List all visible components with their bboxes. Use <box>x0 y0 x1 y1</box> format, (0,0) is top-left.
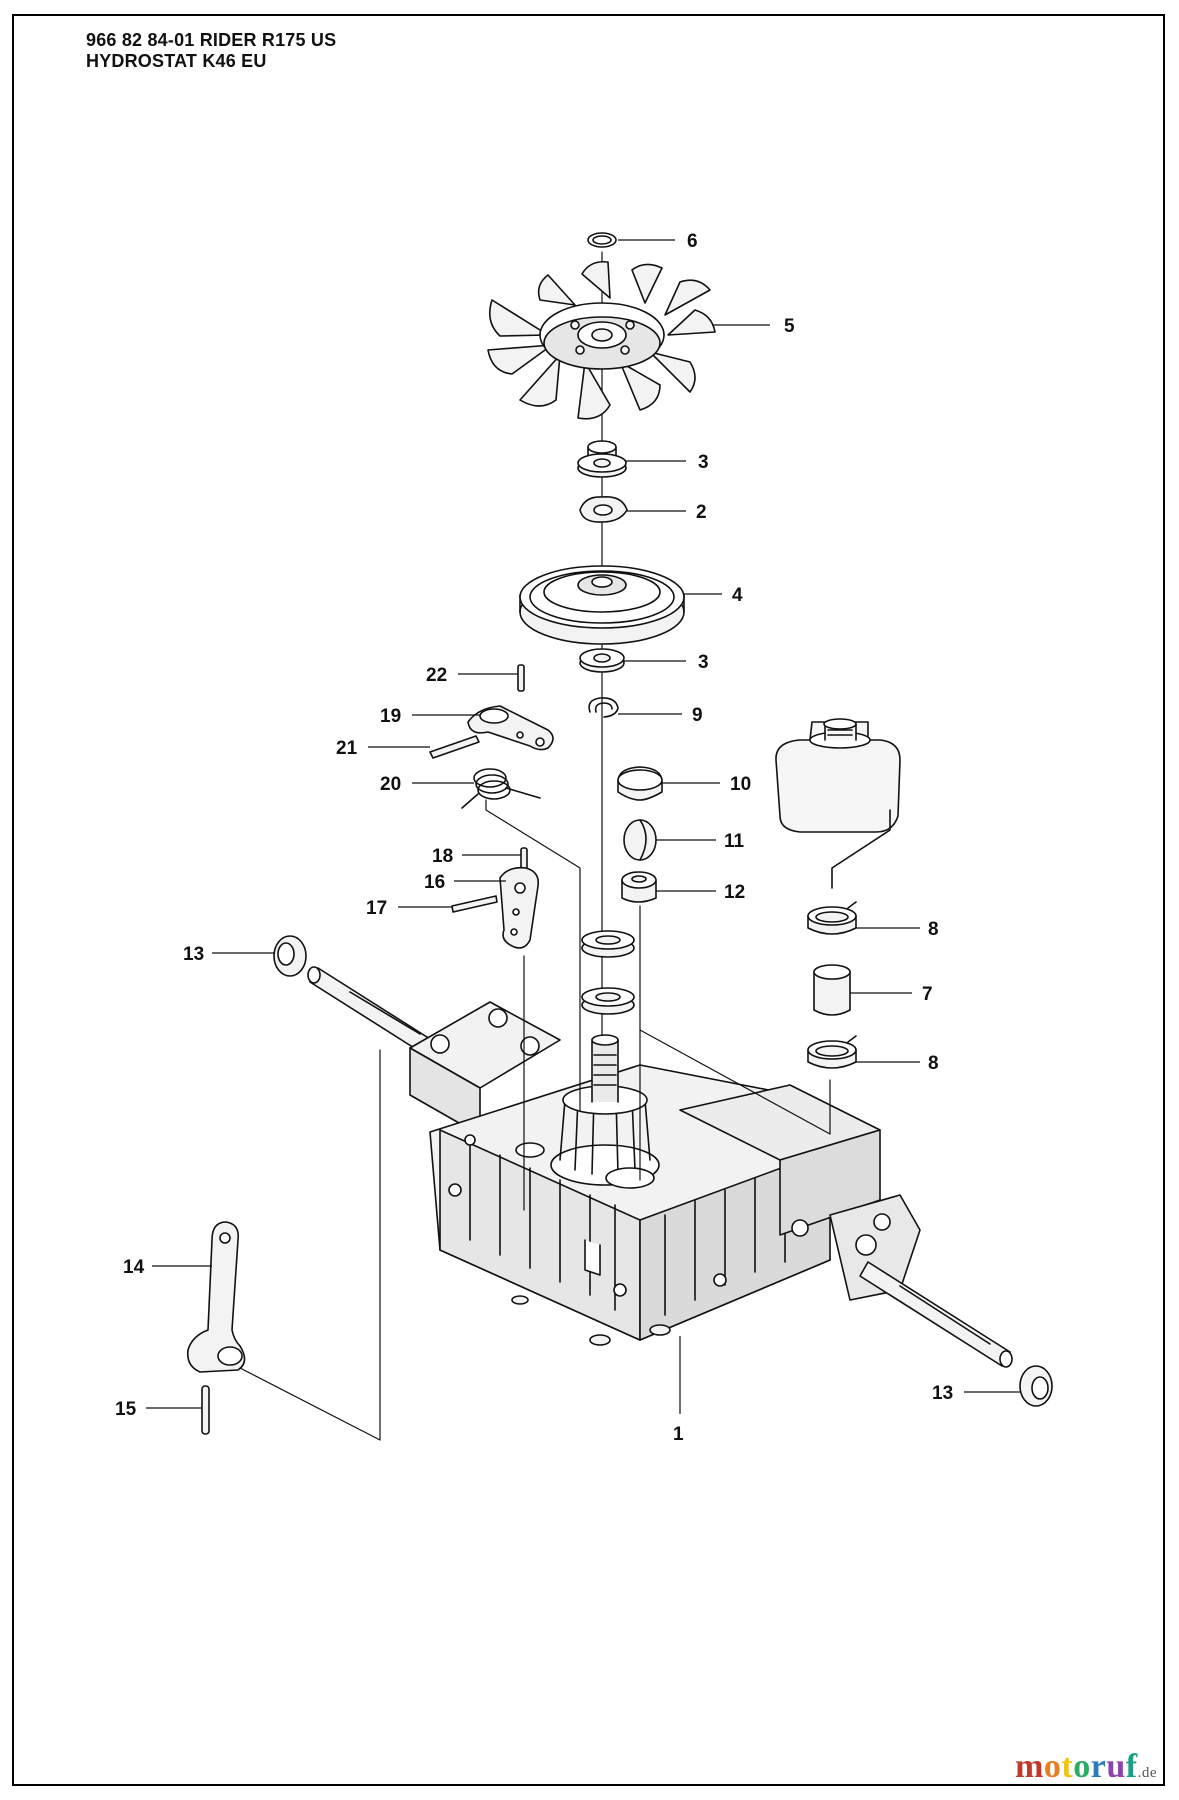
callout-12: 12 <box>656 882 745 903</box>
drawing-header: 966 82 84-01 RIDER R175 US HYDROSTAT K46… <box>86 30 336 72</box>
callout-16: 16 <box>424 872 506 893</box>
svg-text:10: 10 <box>730 774 751 795</box>
svg-text:11: 11 <box>724 831 745 852</box>
part-1-transaxle-housing <box>409 1001 921 1346</box>
watermark-letter: r <box>1090 1748 1107 1785</box>
callout-22: 22 <box>426 665 518 686</box>
callout-8-lower: 8 <box>856 1053 939 1074</box>
watermark-letter: t <box>1061 1748 1074 1785</box>
callout-19: 19 <box>380 706 480 727</box>
callout-7: 7 <box>850 984 933 1005</box>
svg-text:9: 9 <box>692 705 703 726</box>
callout-11: 11 <box>656 831 745 852</box>
part-9-circlip <box>588 697 619 718</box>
part-22-pin <box>517 664 525 692</box>
part-7-hose <box>813 964 851 1016</box>
svg-text:22: 22 <box>426 665 447 686</box>
part-8-hose-clamp-lower <box>807 1035 857 1069</box>
part-3-spacer-lower <box>579 648 625 673</box>
svg-text:13: 13 <box>183 944 204 965</box>
part-17-pin <box>451 895 498 913</box>
part-6-retaining-ring <box>587 232 617 248</box>
svg-text:8: 8 <box>928 919 939 940</box>
part-2-washer <box>579 495 628 523</box>
part-10-cap <box>617 766 663 801</box>
svg-text:16: 16 <box>424 872 445 893</box>
oil-reservoir <box>775 718 901 833</box>
motoruf-watermark-logo: motoruf.de <box>1015 1748 1157 1786</box>
part-3-hex-nut-upper <box>577 440 627 478</box>
part-14-bypass-lever <box>186 1221 246 1373</box>
callout-21: 21 <box>336 738 430 759</box>
svg-text:12: 12 <box>724 882 745 903</box>
svg-text:17: 17 <box>366 898 387 919</box>
part-15-pin <box>201 1385 210 1435</box>
callout-5: 5 <box>712 316 795 337</box>
svg-text:20: 20 <box>380 774 401 795</box>
svg-text:5: 5 <box>784 316 795 337</box>
part-19-control-arm <box>467 705 554 751</box>
callout-9: 9 <box>618 705 703 726</box>
svg-text:15: 15 <box>115 1399 137 1420</box>
callout-1: 1 <box>673 1336 684 1445</box>
callout-3-lower: 3 <box>624 652 709 673</box>
watermark-domain-suffix: .de <box>1137 1765 1157 1781</box>
callout-4: 4 <box>684 585 743 606</box>
svg-text:2: 2 <box>696 502 707 523</box>
svg-text:4: 4 <box>732 585 743 606</box>
reservoir-leader <box>831 809 891 889</box>
svg-text:13: 13 <box>932 1383 953 1404</box>
watermark-letter: f <box>1125 1748 1138 1785</box>
part-8-hose-clamp-upper <box>807 901 857 935</box>
svg-text:19: 19 <box>380 706 401 727</box>
assembly-title: HYDROSTAT K46 EU <box>86 51 267 71</box>
part-18-pin <box>520 847 528 871</box>
callout-3-upper: 3 <box>626 452 709 473</box>
model-number-title: 966 82 84-01 RIDER R175 US <box>86 30 337 50</box>
right-axle-shaft <box>859 1261 1013 1368</box>
callout-14: 14 <box>123 1257 212 1278</box>
watermark-letter: m <box>1015 1748 1044 1785</box>
watermark-brand: motoruf <box>1015 1748 1138 1785</box>
part-13-axle-seal-left <box>273 935 307 977</box>
part-13-axle-seal-right <box>1019 1365 1053 1407</box>
svg-text:1: 1 <box>673 1424 684 1445</box>
svg-text:7: 7 <box>922 984 933 1005</box>
callout-13-left: 13 <box>183 944 274 965</box>
part-12-bushing <box>621 871 657 903</box>
part-5-cooling-fan <box>487 260 716 420</box>
assembly-construction-lines <box>239 799 831 1441</box>
callout-6: 6 <box>618 231 698 252</box>
shaft-bearings <box>581 930 635 1015</box>
callout-17: 17 <box>366 898 452 919</box>
callout-18: 18 <box>432 846 521 867</box>
callout-2: 2 <box>627 502 707 523</box>
watermark-letter: u <box>1106 1748 1126 1785</box>
part-21-roll-pin <box>429 735 480 759</box>
callout-20: 20 <box>380 774 474 795</box>
watermark-letter: o <box>1043 1748 1062 1785</box>
watermark-letter: o <box>1073 1748 1091 1785</box>
callout-8-upper: 8 <box>856 919 939 940</box>
callout-layer: 6 5 3 2 4 3 9 22 <box>115 231 1020 1445</box>
part-16-lever <box>499 866 540 949</box>
part-11-filter-disc <box>623 819 657 861</box>
svg-text:8: 8 <box>928 1053 939 1074</box>
callout-13-right: 13 <box>932 1383 1020 1404</box>
part-20-torsion-spring <box>461 768 541 809</box>
svg-text:3: 3 <box>698 452 709 473</box>
svg-text:3: 3 <box>698 652 709 673</box>
svg-text:21: 21 <box>336 738 358 759</box>
svg-text:14: 14 <box>123 1257 145 1278</box>
callout-15: 15 <box>115 1399 202 1420</box>
part-4-pulley <box>519 565 685 645</box>
svg-text:6: 6 <box>687 231 698 252</box>
callout-10: 10 <box>662 774 751 795</box>
svg-text:18: 18 <box>432 846 453 867</box>
